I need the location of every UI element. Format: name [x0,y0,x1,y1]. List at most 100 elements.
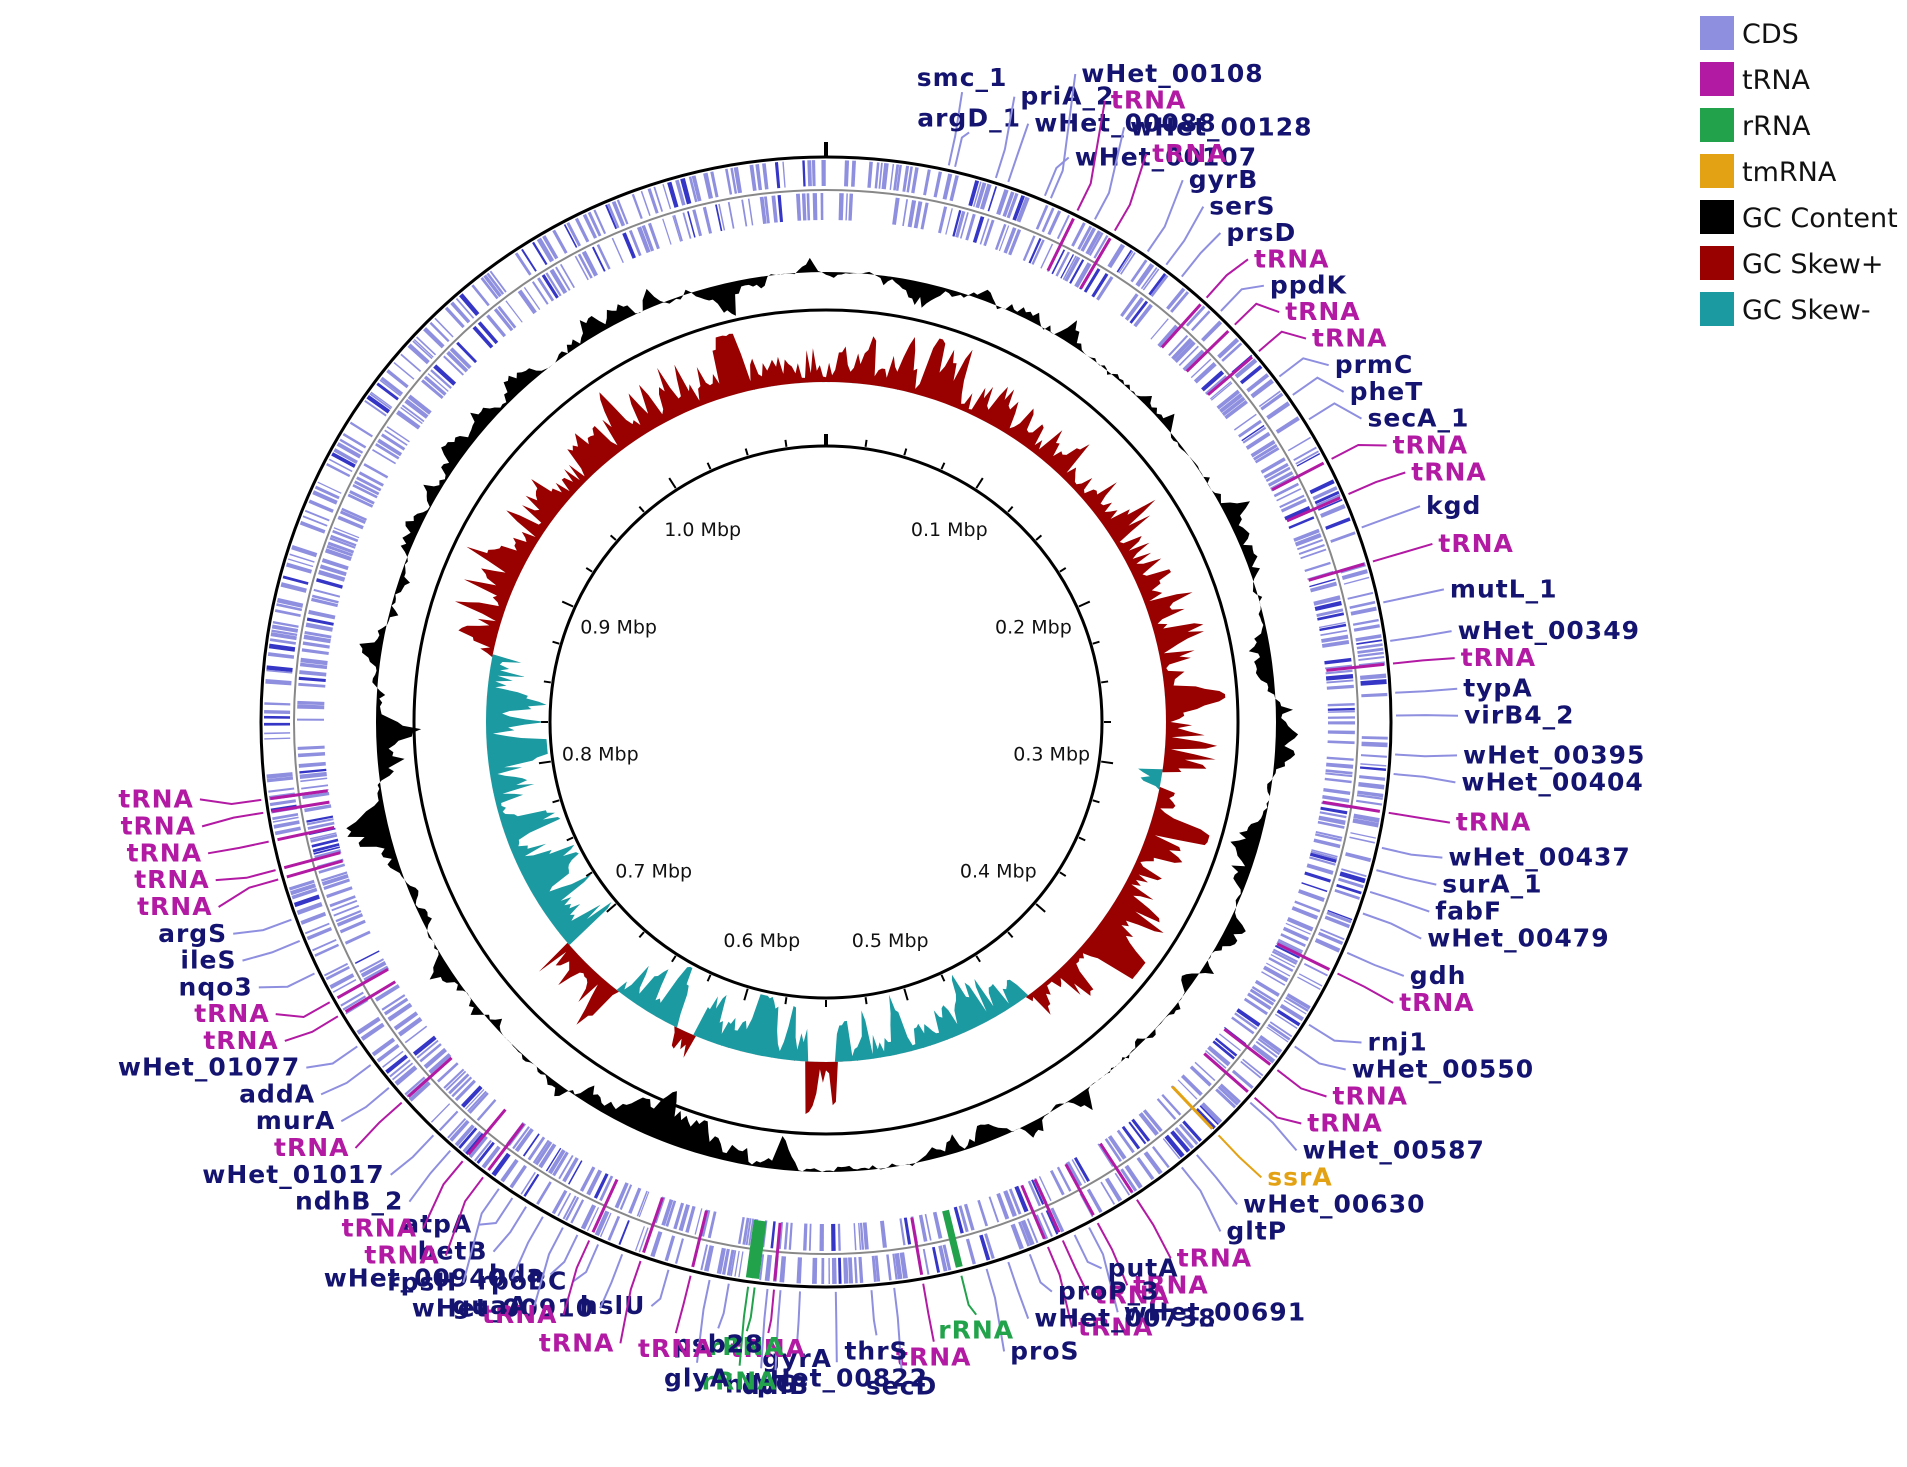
feature-mark [1046,217,1075,272]
cds-block [1148,273,1167,296]
cds-block [715,204,723,232]
cds-block [848,1257,854,1284]
cds-block [771,195,778,223]
leader-line [549,1234,579,1276]
cds-block [380,433,406,451]
cds-block [1171,337,1193,361]
cds-block [566,222,582,247]
cds-block [745,1218,752,1246]
cds-block [1286,917,1314,932]
legend-swatch [1700,246,1734,280]
cds-block [1269,1021,1293,1038]
feature-mark [1322,800,1381,813]
cds-block [412,1035,437,1056]
cds-block [429,321,450,343]
cds-block [264,710,291,714]
cds-block [293,894,320,908]
cds-block [419,1043,442,1063]
cds-block [682,212,692,239]
cds-block [1280,933,1306,948]
cds-block [1107,243,1126,269]
cds-block [549,268,568,295]
cds-block [1045,1210,1059,1235]
scale-tick [538,760,551,765]
cds-block [1069,259,1085,284]
cds-block [1325,517,1351,530]
cds-block [363,463,389,479]
cds-block [332,529,359,543]
cds-block [1190,358,1212,379]
legend-label: tmRNA [1742,157,1837,188]
cds-block [1221,342,1243,362]
cds-block [779,1256,787,1283]
cds-block [522,1133,540,1157]
feature-label: kgd [1426,491,1481,520]
legend-label: rRNA [1742,111,1811,142]
leader-line [1388,811,1451,824]
cds-block [306,617,334,626]
cds-block [1114,1172,1131,1196]
cds-block [1300,548,1327,560]
cds-block [1347,591,1374,600]
cds-block [371,1037,396,1057]
cds-block [788,1222,793,1250]
cds-block [1170,291,1190,313]
cds-block [1189,1065,1212,1087]
cds-block [1317,498,1343,511]
feature-mark [286,859,343,879]
leader-line [796,1291,801,1344]
feature-mark [1079,237,1112,290]
cds-block [304,509,330,522]
cds-block [923,169,931,196]
cds-block [963,1203,975,1231]
cds-block [389,1059,411,1078]
cds-block [1250,439,1276,458]
feature-label: ppdK [1270,271,1348,300]
cds-block [570,1199,585,1224]
cds-block [433,364,457,386]
cds-block [551,1189,568,1215]
cds-block [563,224,578,248]
cds-block [1006,192,1019,219]
cds-block [1162,1138,1181,1160]
feature-label: wHet_00479 [1427,924,1609,953]
cds-block [628,229,642,257]
cds-block [1360,754,1387,758]
feature-label: rpoBC [477,1266,567,1295]
cds-block [545,272,562,297]
cds-block [486,272,505,295]
cds-block [616,199,629,225]
cds-block [300,777,328,783]
feature-mark [1276,942,1331,971]
cds-block [953,1206,964,1234]
cds-block [1200,1102,1223,1124]
cds-block [828,1257,830,1284]
leader-line [258,972,315,989]
cds-block [456,341,478,364]
cds-block [672,215,682,242]
cds-block [807,160,812,187]
scale-tick [975,477,984,489]
cds-block [843,1257,849,1284]
cds-block [959,212,969,239]
leader-line [354,1101,403,1149]
cds-block [764,196,770,224]
scale-tick [1101,760,1114,765]
leader-line [1390,630,1452,642]
cds-block [465,1089,485,1110]
scale-tick [903,448,908,456]
scale-tick [638,505,645,513]
cds-block [687,211,696,238]
cds-block [562,1157,579,1183]
cds-block [858,1222,862,1250]
cds-block [1131,1118,1151,1142]
cds-block [552,229,568,254]
cds-block [1096,276,1114,301]
cds-block [1309,852,1337,863]
cds-block [1217,1085,1239,1106]
feature-label: ssrA [1267,1162,1332,1191]
cds-block [297,704,325,710]
scale-label: 0.9 Mbp [580,616,657,638]
cds-block [309,832,337,840]
cds-block [650,1231,663,1258]
